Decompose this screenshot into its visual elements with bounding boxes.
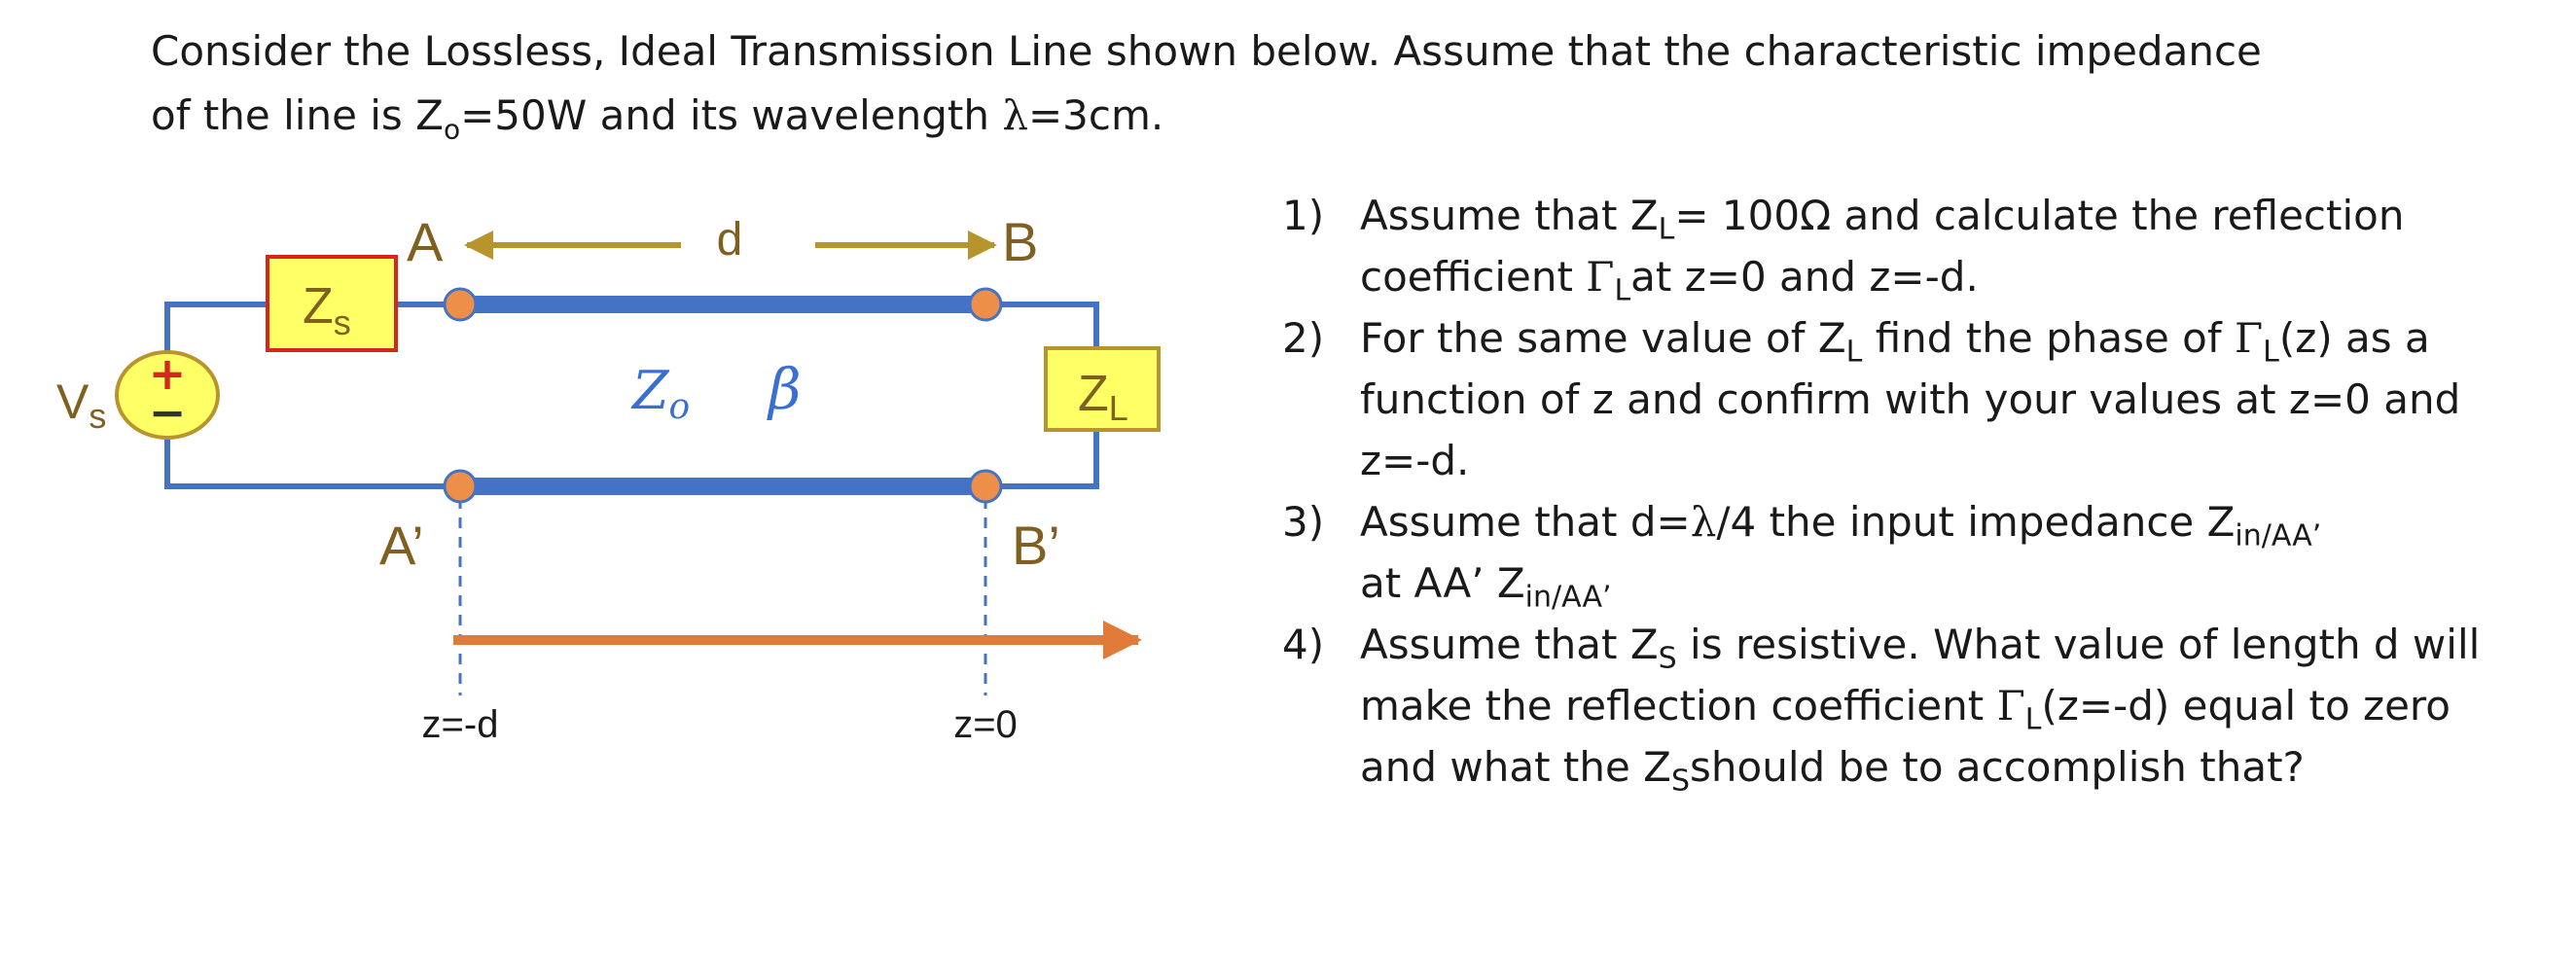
q2-text-e: z=-d. <box>1360 437 1470 484</box>
load-impedance-box <box>1044 346 1161 432</box>
q3-sub-a: in/AA’ <box>2235 518 2322 553</box>
q1-text-a: Assume that Z <box>1360 192 1659 239</box>
question-number: 3) <box>1282 498 1325 546</box>
load-impedance-label: ZL <box>1078 366 1128 428</box>
source-voltage-label: Vs <box>56 374 106 436</box>
q4-text-f: should be to accomplish that? <box>1690 743 2305 791</box>
q1-sub-b: L <box>1614 273 1631 308</box>
position-label-z-minus-d: z=-d <box>422 703 499 746</box>
node-a-prime <box>443 469 478 504</box>
label-a-prime: A’ <box>379 515 424 576</box>
q3-text-c: at AA’ Z <box>1360 559 1525 607</box>
q4-sub-b: L <box>2024 702 2042 737</box>
q4-text-a: Assume that Z <box>1360 621 1659 668</box>
q2-sub-b: L <box>2263 335 2279 370</box>
source-impedance-box <box>266 255 398 352</box>
question-1: 1) Assume that ZL= 100Ω and calculate th… <box>1282 185 2547 307</box>
label-b-prime: B’ <box>1012 515 1060 576</box>
q4-text-d: (z=-d) equal to zero <box>2041 682 2451 730</box>
label-b: B <box>1002 211 1038 272</box>
voltage-source-icon <box>115 350 220 440</box>
q1-text-d: at z=0 and z=-d. <box>1630 253 1979 301</box>
q3-text-a: Assume that d= <box>1360 498 1691 546</box>
question-number: 2) <box>1282 314 1325 362</box>
question-number: 1) <box>1282 192 1325 239</box>
intro-line-2-b: =50W and its wavelength <box>460 91 1003 139</box>
characteristic-impedance-label: Zo <box>630 360 690 427</box>
label-a: A <box>407 211 444 272</box>
q4-text-c: make the reflection coefficient <box>1360 682 1997 730</box>
q2-text-a: For the same value of Z <box>1360 314 1846 362</box>
question-list: 1) Assume that ZL= 100Ω and calculate th… <box>1282 185 2547 798</box>
q1-text-b: = 100Ω and calculate the reflection <box>1674 192 2405 239</box>
q3-sub-b: in/AA’ <box>1524 580 1612 615</box>
q3-text-b: /4 the input impedance Z <box>1716 498 2236 546</box>
q2-sub-a: L <box>1845 335 1863 370</box>
question-4: 4) Assume that ZS is resistive. What val… <box>1282 614 2547 798</box>
gamma-symbol: Γ <box>1586 253 1615 301</box>
q4-text-e: and what the Z <box>1360 743 1671 791</box>
gamma-symbol: Γ <box>1996 682 2025 730</box>
question-number: 4) <box>1282 621 1325 668</box>
lambda-symbol: λ <box>1002 91 1028 139</box>
q4-sub-c: S <box>1670 764 1690 799</box>
q2-text-b: find the phase of <box>1862 314 2236 362</box>
gamma-symbol: Γ <box>2235 314 2264 362</box>
q1-text-c: coefficient <box>1360 253 1587 301</box>
intro-line-2-a: of the line is Z <box>151 91 444 139</box>
load-bottom-wire <box>985 430 1099 489</box>
load-top-wire <box>985 302 1099 348</box>
intro-line-1: Consider the Lossless, Ideal Transmissio… <box>151 27 2262 75</box>
intro-z0-subscript: o <box>443 113 461 146</box>
source-impedance-label: Zs <box>303 278 351 342</box>
length-d-label: d <box>717 214 743 266</box>
question-3: 3) Assume that d=λ/4 the input impedance… <box>1282 491 2547 614</box>
lambda-symbol: λ <box>1690 498 1717 546</box>
question-2: 2) For the same value of ZL find the pha… <box>1282 307 2547 491</box>
propagation-constant-label: β <box>767 356 802 422</box>
q4-sub-a: S <box>1658 641 1677 676</box>
q4-text-b: is resistive. What value of length d wil… <box>1676 621 2481 668</box>
source-minus-sign: − <box>149 386 187 439</box>
problem-statement: Consider the Lossless, Ideal Transmissio… <box>151 19 2466 148</box>
position-label-z0: z=0 <box>953 703 1018 746</box>
q1-sub-a: L <box>1658 212 1675 247</box>
q2-text-d: function of z and confirm with your valu… <box>1360 375 2461 423</box>
q2-text-c: (z) as a <box>2278 314 2430 362</box>
intro-line-2-c: =3cm. <box>1027 91 1164 139</box>
node-b-prime <box>968 469 1003 504</box>
transmission-line-diagram: Zs + − Vs ZL Zo β A B A’ B’ d z=-d z=0 <box>56 211 1161 746</box>
source-plus-sign: + <box>149 347 187 400</box>
node-a <box>443 287 478 322</box>
node-b <box>968 287 1003 322</box>
